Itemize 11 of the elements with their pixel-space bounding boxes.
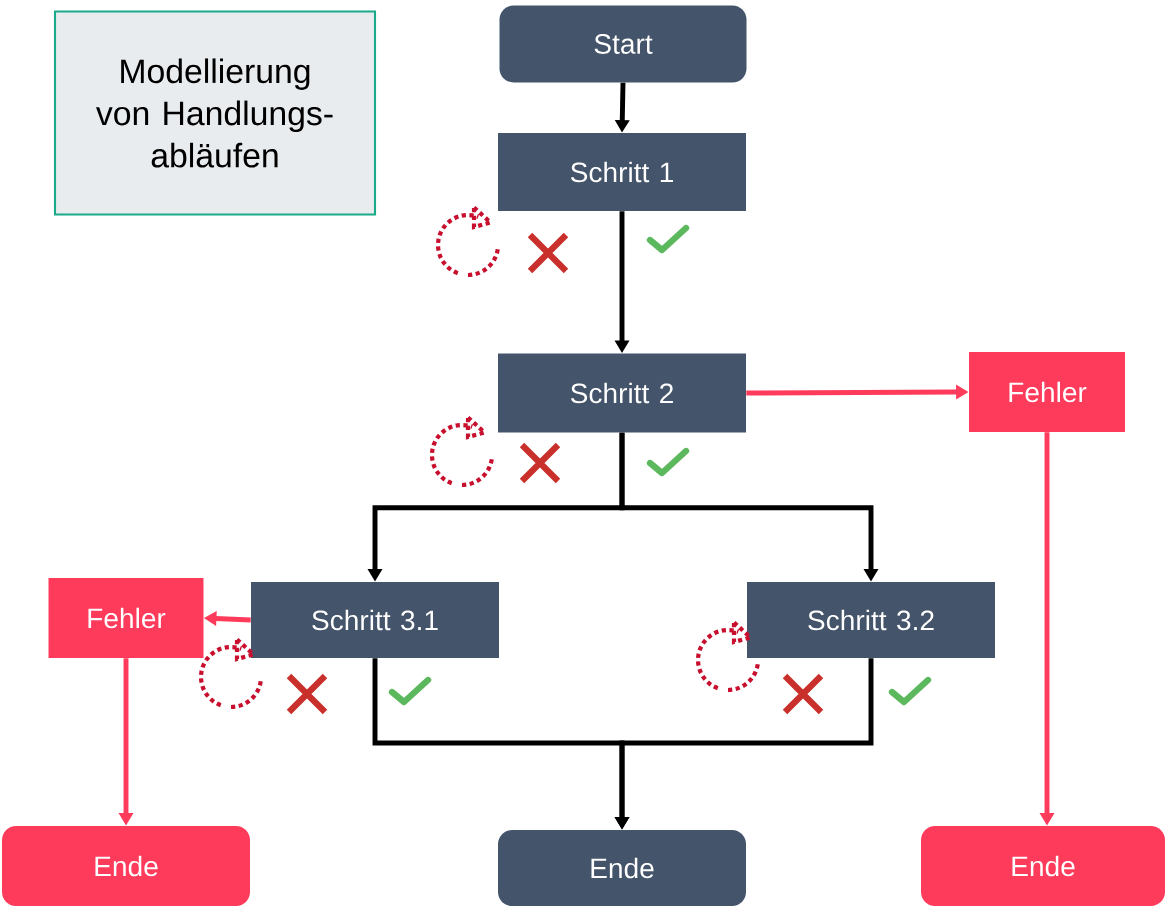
terminal-box: Start (499, 5, 747, 83)
title-box: Modellierung von Handlungs- abläufen (53, 10, 377, 216)
process-box: Schritt 3.1 (251, 582, 499, 658)
error-box: Fehler (969, 352, 1125, 432)
process-box: Schritt 1 (498, 133, 746, 211)
process-box: Schritt 3.2 (747, 582, 995, 658)
error-box: Fehler (48, 578, 204, 658)
error-end-box: Ende (921, 826, 1165, 906)
terminal-box: Ende (498, 830, 746, 906)
error-end-box: Ende (2, 826, 250, 906)
process-box: Schritt 2 (498, 353, 746, 433)
